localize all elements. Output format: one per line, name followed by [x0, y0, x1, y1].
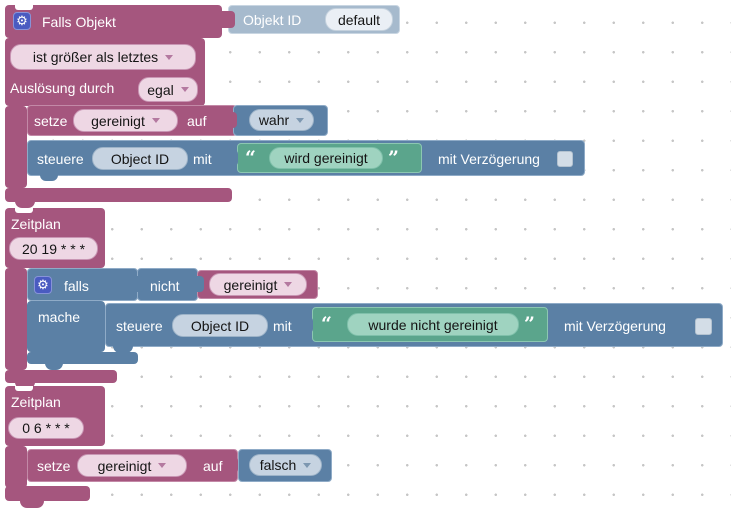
- connector-notch: [15, 386, 33, 391]
- quote-close-icon: ”: [524, 313, 535, 335]
- next-connector-bump: [45, 363, 63, 370]
- condition-dropdown[interactable]: ist größer als letztes: [10, 44, 196, 70]
- quote-close-icon: ”: [388, 147, 399, 169]
- set-variable-block[interactable]: setze gereinigt auf: [27, 105, 237, 136]
- schedule-morning-spine[interactable]: [5, 446, 27, 488]
- variable-value: gereinigt: [97, 457, 152, 474]
- condition-value: ist größer als letztes: [32, 49, 159, 65]
- block-title: Zeitplan: [11, 216, 61, 232]
- dropdown-arrow-icon: [165, 54, 174, 60]
- oid-value-field[interactable]: default: [325, 8, 393, 31]
- schedule-evening-spine[interactable]: [5, 268, 27, 370]
- next-connector-bump: [15, 382, 35, 389]
- dropdown-arrow-icon: [151, 118, 160, 123]
- delay-label: mit Verzögerung: [564, 318, 666, 334]
- oid-label: Objekt ID: [243, 12, 302, 28]
- control-oid-field[interactable]: Object ID: [92, 147, 188, 170]
- value-connector-tab: [190, 276, 204, 292]
- control-label: steuere: [37, 151, 84, 167]
- variable-dropdown[interactable]: gereinigt: [73, 109, 178, 132]
- value-connector-tab: [299, 317, 313, 333]
- gear-icon[interactable]: ⚙: [34, 276, 52, 294]
- variable-value: gereinigt: [223, 276, 278, 293]
- objekt-id-block[interactable]: Objekt ID default: [228, 5, 400, 34]
- boolean-value: wahr: [258, 112, 290, 128]
- dropdown-arrow-icon: [158, 463, 167, 468]
- falls-objekt-spine[interactable]: [5, 106, 27, 188]
- auf-label: auf: [203, 458, 223, 474]
- mit-label: mit: [193, 151, 212, 167]
- schedule-evening-bottom[interactable]: [5, 370, 117, 383]
- variable-value: gereinigt: [91, 112, 145, 129]
- text-field[interactable]: wird gereinigt: [269, 147, 383, 169]
- connector-notch: [15, 208, 33, 213]
- set-label: setze: [34, 113, 68, 129]
- boolean-value: falsch: [259, 457, 297, 473]
- next-connector-bump: [15, 201, 35, 208]
- value-connector-tab: [219, 11, 235, 28]
- delay-checkbox[interactable]: [557, 151, 573, 167]
- if-block-bottom[interactable]: [27, 352, 138, 364]
- not-label: nicht: [150, 278, 180, 294]
- schedule-block-evening[interactable]: Zeitplan 20 19 * * *: [5, 208, 105, 268]
- boolean-dropdown[interactable]: wahr: [249, 109, 314, 131]
- control-label: steuere: [116, 318, 163, 334]
- quote-open-icon: “: [245, 147, 256, 169]
- connector-notch: [15, 5, 33, 10]
- falls-objekt-params[interactable]: ist größer als letztes Auslösung durch e…: [5, 38, 205, 106]
- falls-objekt-bottom[interactable]: [5, 188, 232, 202]
- trigger-value: egal: [147, 81, 174, 98]
- logic-boolean-block[interactable]: wahr: [233, 105, 328, 136]
- value-connector-tab: [130, 276, 144, 292]
- auf-label: auf: [187, 113, 207, 129]
- set-label: setze: [37, 458, 71, 474]
- dropdown-arrow-icon: [284, 282, 293, 287]
- value-connector-tab: [224, 457, 238, 473]
- text-field[interactable]: wurde nicht gereinigt: [347, 313, 519, 336]
- boolean-dropdown[interactable]: falsch: [249, 454, 322, 476]
- block-title: Falls Objekt: [42, 14, 116, 30]
- cron-field[interactable]: 20 19 * * *: [9, 237, 98, 260]
- if-block-header[interactable]: ⚙ falls: [27, 268, 138, 301]
- value-connector-tab: [222, 112, 237, 128]
- dropdown-arrow-icon: [180, 87, 189, 92]
- trigger-label: Auslösung durch: [10, 80, 115, 96]
- logic-boolean-block[interactable]: falsch: [238, 449, 332, 482]
- cron-field[interactable]: 0 6 * * *: [8, 417, 84, 439]
- dropdown-arrow-icon: [296, 117, 305, 123]
- next-connector-bump: [113, 346, 133, 353]
- schedule-morning-bottom[interactable]: [5, 486, 90, 501]
- do-label: mache: [38, 309, 81, 325]
- variable-dropdown[interactable]: gereinigt: [209, 273, 307, 296]
- next-connector-bump: [40, 175, 58, 181]
- mit-label: mit: [273, 318, 292, 334]
- control-oid-field[interactable]: Object ID: [172, 314, 268, 337]
- variable-get-block[interactable]: gereinigt: [197, 270, 318, 299]
- if-label: falls: [64, 278, 89, 294]
- variable-dropdown[interactable]: gereinigt: [77, 454, 187, 477]
- dropdown-arrow-icon: [303, 462, 312, 468]
- quote-open-icon: “: [321, 313, 332, 335]
- not-block[interactable]: nicht: [137, 268, 198, 301]
- text-block[interactable]: “ wird gereinigt ”: [237, 143, 422, 173]
- set-variable-block[interactable]: setze gereinigt auf: [27, 449, 238, 482]
- falls-objekt-block-header[interactable]: ⚙ Falls Objekt: [5, 5, 222, 38]
- if-block-do-spine[interactable]: mache: [27, 301, 105, 352]
- text-block[interactable]: “ wurde nicht gereinigt ”: [312, 307, 548, 342]
- schedule-block-morning[interactable]: Zeitplan 0 6 * * *: [5, 386, 105, 446]
- delay-label: mit Verzögerung: [438, 151, 540, 167]
- block-title: Zeitplan: [11, 394, 61, 410]
- trigger-dropdown[interactable]: egal: [138, 77, 198, 102]
- next-connector-bump: [20, 500, 44, 508]
- delay-checkbox[interactable]: [695, 318, 712, 335]
- gear-icon[interactable]: ⚙: [13, 12, 31, 30]
- value-connector-tab: [223, 150, 238, 166]
